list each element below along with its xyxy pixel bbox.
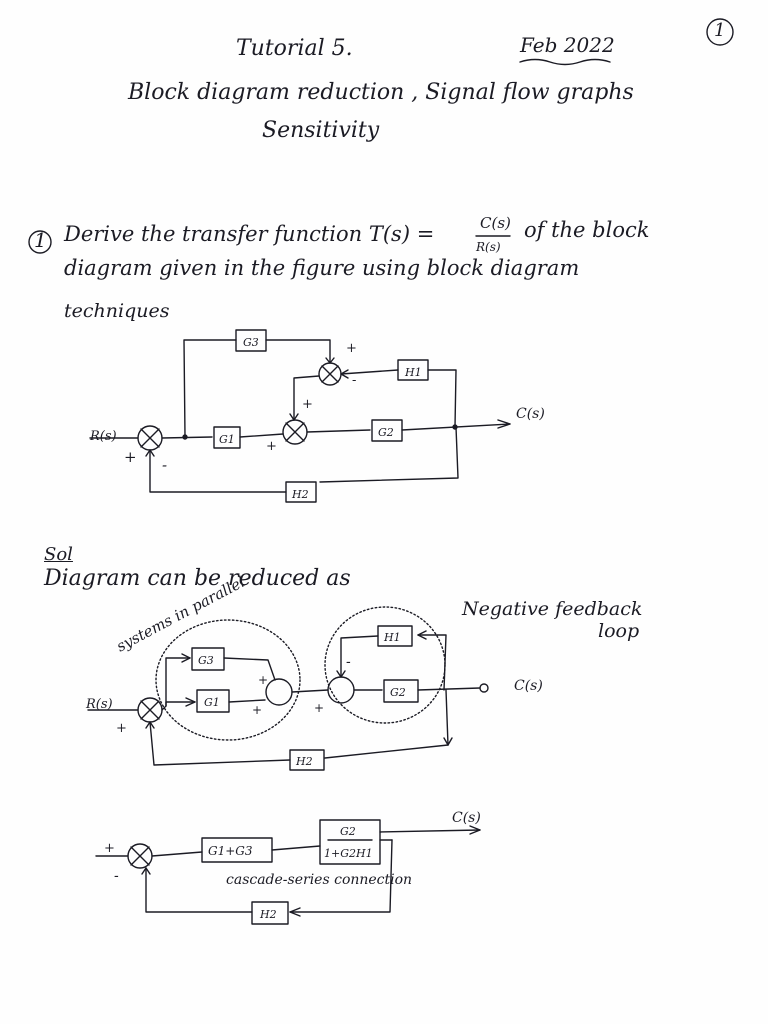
feedback-note-line2: loop bbox=[598, 620, 640, 642]
page-number: 1 bbox=[714, 20, 726, 41]
d1-input-label: R(s) bbox=[89, 429, 117, 444]
question-number-circle bbox=[28, 230, 52, 254]
cascade-note: cascade-series connection bbox=[226, 872, 412, 888]
d2-block-g2 bbox=[383, 679, 419, 703]
diagram-2 bbox=[87, 606, 489, 771]
d3-sign-plus: + bbox=[104, 841, 115, 856]
d1-g1-label: G1 bbox=[219, 433, 235, 446]
d3-tf-den: 1+G2H1 bbox=[324, 847, 373, 860]
subtitle-line2: Sensitivity bbox=[262, 118, 380, 143]
solution-line1: Diagram can be reduced as bbox=[44, 566, 351, 591]
date: Feb 2022 bbox=[520, 33, 615, 57]
feedback-group-circle bbox=[324, 606, 446, 724]
page-number-circle bbox=[706, 18, 734, 46]
d1-sign-plus-4: + bbox=[346, 341, 357, 356]
d3-block-h2 bbox=[251, 901, 289, 925]
d3-sum-label: G1+G3 bbox=[208, 844, 253, 858]
diagram-3 bbox=[95, 819, 481, 925]
d2-sign-plus-1: + bbox=[116, 721, 127, 736]
question-line3: techniques bbox=[64, 300, 170, 322]
parallel-group-circle bbox=[155, 619, 301, 741]
d2-g1-label: G1 bbox=[204, 696, 220, 709]
question-line1-tail: of the block bbox=[524, 218, 650, 242]
d2-output-label: C(s) bbox=[514, 678, 543, 694]
d2-g2-label: G2 bbox=[390, 686, 406, 699]
d2-summer-2 bbox=[265, 678, 293, 706]
d2-summer-3 bbox=[327, 676, 355, 704]
feedback-note-line1: Negative feedback bbox=[462, 598, 643, 620]
subtitle-line1: Block diagram reduction , Signal flow gr… bbox=[128, 80, 634, 105]
d3-output-label: C(s) bbox=[452, 810, 481, 826]
tutorial-title: Tutorial 5. bbox=[236, 36, 353, 61]
d2-sign-plus-2: + bbox=[258, 673, 268, 687]
d1-h2-label: H2 bbox=[291, 488, 309, 501]
d2-block-g3 bbox=[191, 647, 225, 671]
d1-sign-plus-3: + bbox=[302, 397, 313, 412]
question-line2: diagram given in the figure using block … bbox=[64, 256, 580, 280]
d2-h1-label: H1 bbox=[383, 631, 401, 644]
d1-g3-label: G3 bbox=[243, 336, 259, 349]
d2-sign-plus-3: + bbox=[252, 703, 262, 717]
solution-label: Sol bbox=[44, 544, 73, 565]
date-underline bbox=[519, 58, 611, 66]
d1-sign-minus-2: - bbox=[352, 373, 356, 388]
d1-g2-label: G2 bbox=[378, 426, 394, 439]
d2-sign-minus: - bbox=[346, 654, 351, 670]
fraction-denominator: R(s) bbox=[476, 240, 501, 254]
d2-g3-label: G3 bbox=[198, 654, 214, 667]
d2-h2-label: H2 bbox=[295, 755, 313, 768]
d2-input-label: R(s) bbox=[85, 697, 113, 712]
d3-h2-label: H2 bbox=[259, 908, 277, 921]
d1-sign-plus-1: + bbox=[124, 448, 137, 466]
d1-h1-label: H1 bbox=[404, 366, 422, 379]
d1-sign-minus-1: - bbox=[162, 456, 167, 474]
d3-sign-minus: - bbox=[114, 868, 119, 884]
diagram-1 bbox=[89, 329, 511, 503]
question-line1: Derive the transfer function T(s) = bbox=[64, 222, 435, 246]
fraction-numerator: C(s) bbox=[480, 214, 511, 232]
question-number: 1 bbox=[34, 228, 47, 252]
d1-output-label: C(s) bbox=[516, 406, 545, 422]
d2-sign-plus-4: + bbox=[314, 701, 324, 715]
d3-block-tf bbox=[319, 819, 381, 865]
d2-block-g1 bbox=[196, 689, 230, 713]
parallel-note: systems in parallel bbox=[113, 573, 248, 656]
d3-tf-num: G2 bbox=[340, 825, 356, 838]
d1-sign-plus-2: + bbox=[266, 439, 277, 454]
